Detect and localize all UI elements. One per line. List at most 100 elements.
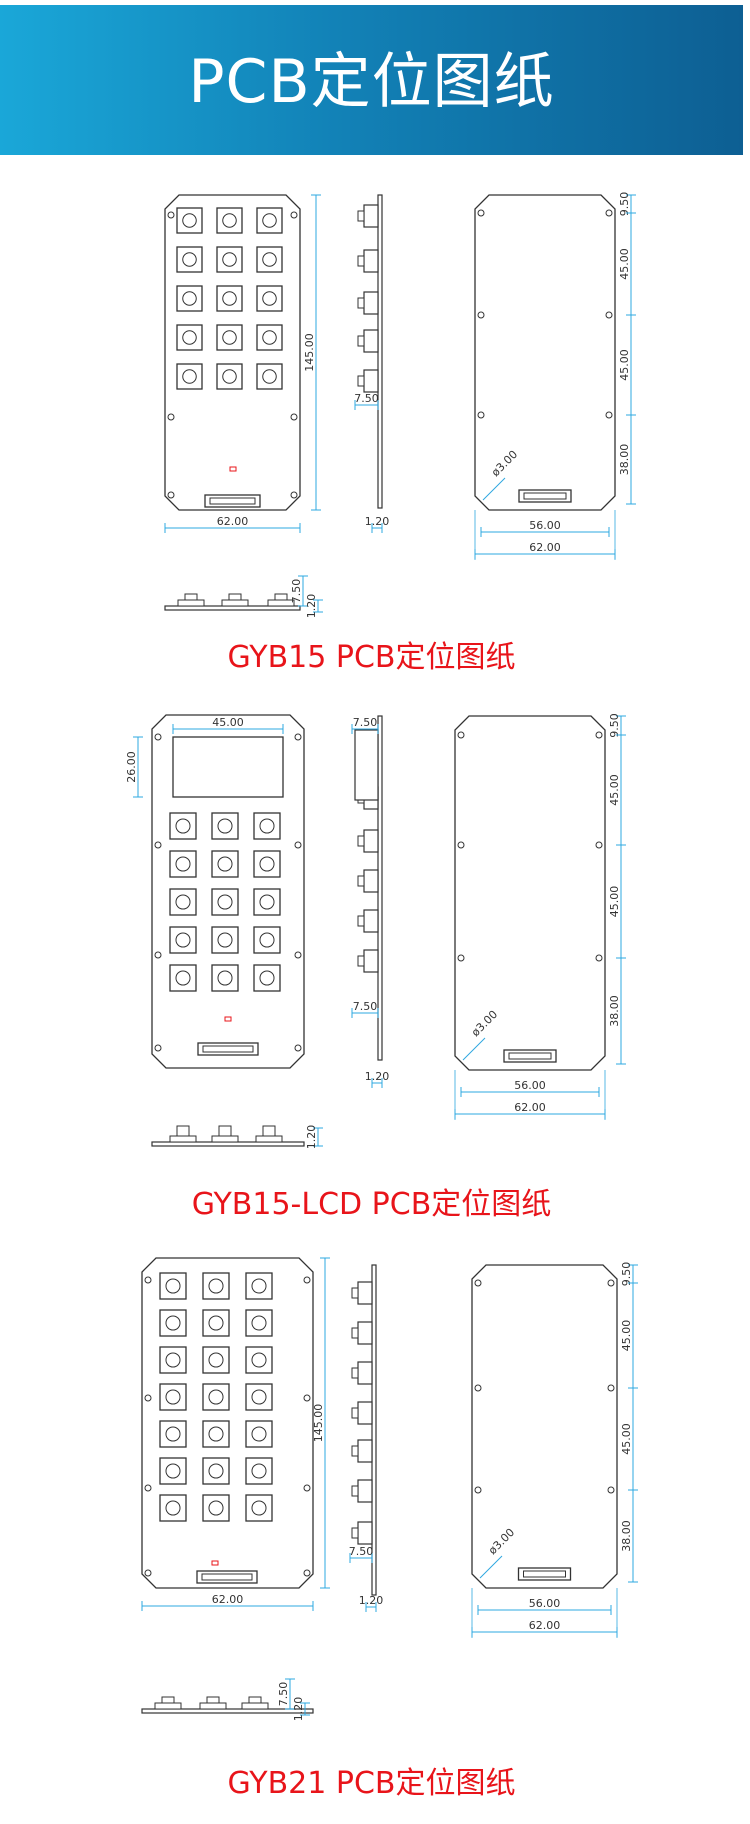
key-height-label: 7.50 [349,1545,374,1558]
key-square [202,1383,230,1411]
bottom-board [141,1708,314,1714]
height-label: 145.00 [303,333,316,372]
key-circle [175,932,191,948]
mount-hole-icon [607,1384,615,1392]
back-width-label: 62.00 [529,541,561,554]
bottom-board [151,1141,305,1147]
key-square [176,363,203,390]
mount-hole-icon [167,491,175,499]
key-circle [208,1315,224,1331]
mount-hole-icon [294,841,302,849]
key-circle [208,1352,224,1368]
key-square [211,850,239,878]
bottom-key [255,1135,283,1143]
mount-hole-icon [595,731,603,739]
key-circle [208,1389,224,1405]
key-square [169,964,197,992]
dimension-chain-label: 45.00 [608,886,621,918]
key-circle [165,1463,181,1479]
mount-hole-icon [605,311,613,319]
key-circle [165,1426,181,1442]
key-square [176,324,203,351]
height-label: 145.00 [312,1404,325,1443]
key-square [245,1457,273,1485]
page-title: PCB定位图纸 [188,47,555,117]
led-marker [229,466,237,472]
mount-hole-icon [303,1394,311,1402]
bottom-thickness-label: 1.20 [305,594,318,619]
key-square [176,246,203,273]
mount-hole-icon [154,951,162,959]
key-circle [217,856,233,872]
side-board [371,1264,377,1596]
mount-hole-icon [474,1279,482,1287]
caption-gyb15-lcd: GYB15-LCD PCB定位图纸 [191,1187,552,1222]
key-square [245,1420,273,1448]
dimension-leader [479,1555,503,1579]
key-square [256,285,283,312]
bottom-key-cap [218,1125,232,1137]
side-key-cap [357,835,365,847]
key-square [253,850,281,878]
key-circle [262,330,277,345]
side-key-cap [351,1445,359,1457]
mount-hole-icon [154,841,162,849]
bottom-key-height-label: 7.50 [290,579,303,604]
key-square [256,363,283,390]
mount-hole-icon [605,411,613,419]
side-key-cap [351,1407,359,1419]
bottom-key-cap [274,593,288,601]
key-square [245,1383,273,1411]
side-key-cap [357,375,365,387]
pcb-outline [164,194,301,511]
section-gyb15-lcd-drawing: 45.0026.007.507.501.20ø3.009.5045.0045.0… [125,713,626,1149]
key-square [211,812,239,840]
key-square [216,246,243,273]
side-key-cap [357,255,365,267]
dimension-chain-label: 9.50 [608,713,621,738]
side-key-cap [357,915,365,927]
key-circle [262,252,277,267]
key-square [169,926,197,954]
key-square [216,324,243,351]
mount-hole-icon [605,209,613,217]
side-key [363,369,379,393]
key-square [169,812,197,840]
key-square [245,1494,273,1522]
key-circle [208,1500,224,1516]
side-key [363,291,379,315]
key-square [169,850,197,878]
key-square [169,888,197,916]
pcb-outline [471,1264,618,1589]
mount-hole-icon [144,1569,152,1577]
connector-inner [523,1570,566,1578]
key-circle [182,330,197,345]
side-key-cap [357,875,365,887]
bottom-key-cap [161,1696,175,1704]
mount-hole-icon [154,733,162,741]
key-square [211,964,239,992]
dimension-leader [482,477,506,501]
dimension-chain-label: 9.50 [618,192,631,217]
dimension-chain-label: 45.00 [618,349,631,381]
key-circle [222,291,237,306]
pcb-outline [474,194,616,511]
lcd-offset-label: 7.50 [353,716,378,729]
side-key [363,909,379,933]
key-circle [175,856,191,872]
key-square [202,1494,230,1522]
mount-hole-icon [474,1384,482,1392]
back-width-label: 62.00 [529,1619,561,1632]
key-circle [222,369,237,384]
width-label: 62.00 [217,515,249,528]
key-square [202,1457,230,1485]
side-key-cap [357,955,365,967]
key-circle [251,1315,267,1331]
bottom-key-cap [184,593,198,601]
connector-inner [201,1573,253,1581]
dimension-chain-label: 38.00 [618,444,631,476]
key-circle [175,894,191,910]
key-circle [259,932,275,948]
key-square [256,207,283,234]
